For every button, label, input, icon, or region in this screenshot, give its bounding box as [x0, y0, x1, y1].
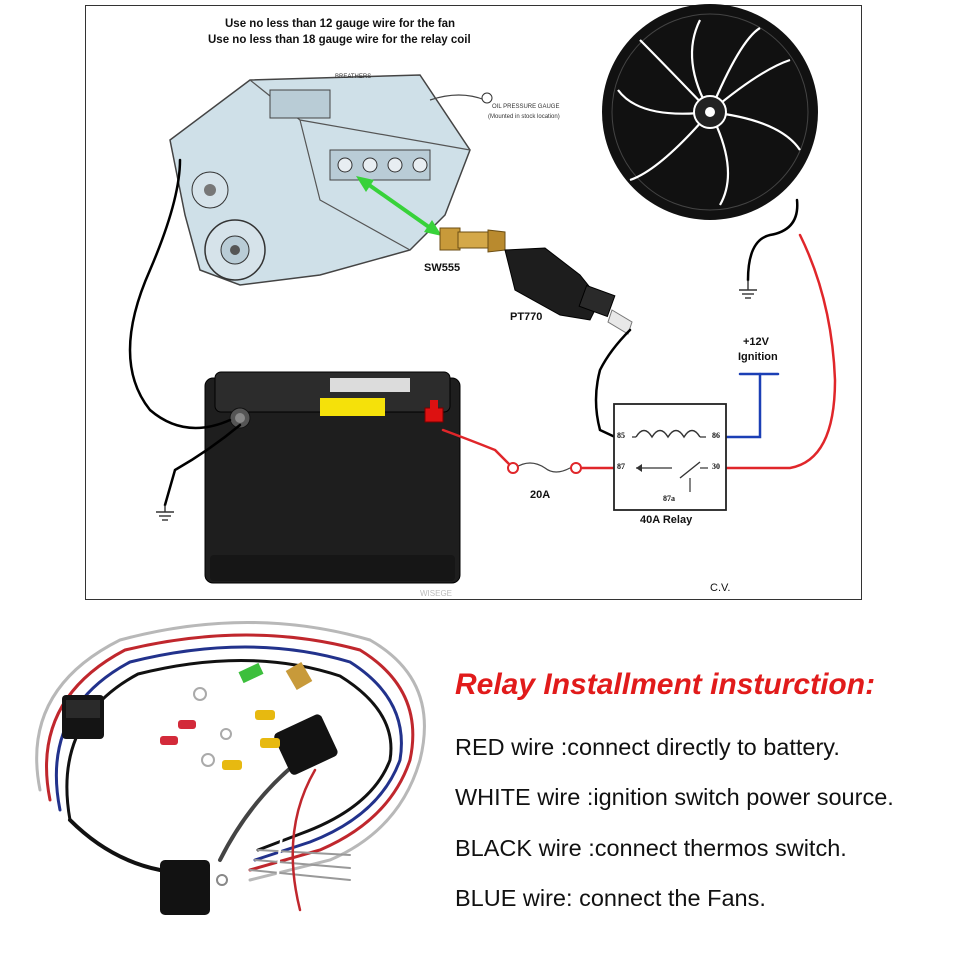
wires — [128, 158, 837, 507]
fuse-label: 20A — [530, 489, 551, 501]
pt770-label: PT770 — [510, 311, 543, 323]
wiring-harness-photo — [35, 621, 426, 917]
relay-pin-30: 30 — [712, 462, 720, 471]
oil-gauge-label: OIL PRESSURE GAUGE — [492, 104, 560, 110]
sw555-temperature-sensor — [439, 227, 506, 253]
breathers-label: BREATHERS — [335, 74, 372, 80]
engine-illustration — [169, 74, 493, 286]
sensor-location-arrow — [356, 176, 442, 236]
wire-gauge-note-relay: Use no less than 18 gauge wire for the r… — [208, 34, 471, 46]
ground-symbol-battery — [156, 505, 174, 521]
instructions-title: Relay Installment insturction: — [455, 668, 876, 701]
instruction-white-wire: WHITE wire :ignition switch power source… — [455, 784, 894, 810]
relay-pin-86: 86 — [712, 431, 720, 440]
car-battery — [204, 371, 461, 584]
relay-pin-87: 87 — [617, 462, 625, 471]
relay-pin-85: 85 — [617, 431, 625, 440]
author-label: C.V. — [710, 582, 731, 594]
ignition-voltage-label: +12V — [743, 336, 769, 348]
instruction-black-wire: BLACK wire :connect thermos switch. — [455, 835, 847, 861]
instruction-red-wire: RED wire :connect directly to battery. — [455, 734, 840, 760]
relay-pin-87a: 87a — [663, 494, 675, 503]
pt770-connector — [504, 247, 633, 335]
watermark-label: WISEGE — [420, 589, 453, 598]
oil-gauge-note: (Mounted in stock location) — [488, 114, 560, 120]
cooling-fan — [602, 4, 818, 220]
instruction-blue-wire: BLUE wire: connect the Fans. — [455, 885, 766, 911]
sw555-label: SW555 — [424, 262, 461, 274]
relay-label: 40A Relay — [640, 514, 693, 526]
ignition-label: Ignition — [738, 351, 778, 363]
ground-symbol-fan — [739, 280, 757, 299]
relay-schematic — [613, 403, 727, 511]
wire-gauge-note-fan: Use no less than 12 gauge wire for the f… — [225, 18, 456, 30]
